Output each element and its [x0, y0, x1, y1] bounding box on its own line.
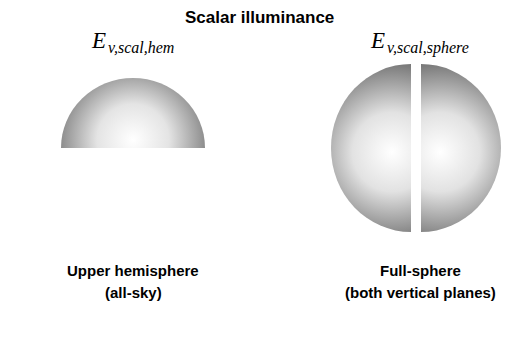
caption-text: (all-sky): [105, 284, 162, 301]
hemisphere: [61, 78, 205, 148]
formula-subscript: v,scal,hem: [108, 39, 174, 57]
left-half-sphere: [331, 64, 411, 232]
caption-text: (both vertical planes): [345, 284, 496, 301]
formula-symbol: E: [371, 28, 385, 54]
diagram-title: Scalar illuminance: [185, 8, 334, 28]
right-half-sphere: [421, 64, 501, 232]
caption-text: Full-sphere: [380, 262, 461, 279]
formula-symbol: E: [92, 28, 106, 54]
formula-subscript: v,scal,sphere: [387, 39, 469, 57]
caption-text: Upper hemisphere: [67, 262, 199, 279]
